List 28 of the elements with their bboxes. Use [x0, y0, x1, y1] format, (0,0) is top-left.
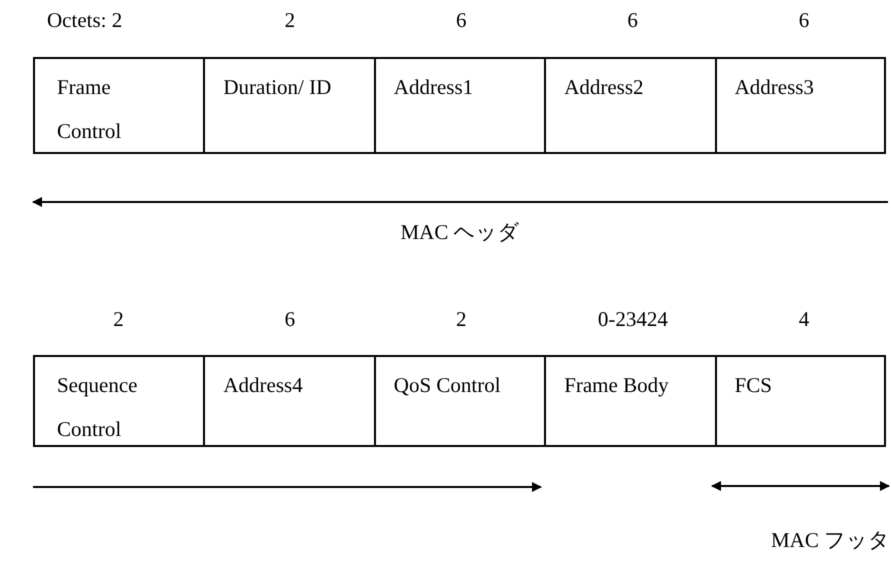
- octet-count: Octets: 2: [47, 8, 122, 33]
- span-label: MAC ヘッダ: [400, 219, 520, 246]
- field-box: [203, 355, 377, 447]
- field-name: Address3: [734, 74, 815, 101]
- field-name: Sequence Control: [57, 372, 138, 443]
- field-name: Address2: [564, 74, 645, 101]
- octet-count: 2: [284, 8, 296, 33]
- field-name: FCS: [734, 372, 773, 399]
- field-name: Duration/ ID: [223, 74, 332, 101]
- field-name: Address1: [394, 74, 474, 101]
- field-box: [714, 57, 886, 154]
- field-name: Address4: [223, 372, 304, 399]
- octet-count: 6: [284, 307, 296, 332]
- field-box: [544, 57, 718, 154]
- field-box: [203, 57, 377, 154]
- octet-count: 2: [456, 307, 466, 332]
- octet-count: 6: [627, 8, 638, 33]
- octet-count: 6: [798, 8, 810, 33]
- field-box: [714, 355, 886, 447]
- field-name: Frame Body: [564, 372, 670, 399]
- octet-count: 6: [456, 8, 466, 33]
- field-box: [544, 355, 718, 447]
- octet-count: 0-23424: [598, 307, 668, 332]
- octet-count: 4: [798, 307, 810, 332]
- octet-count: 2: [113, 307, 124, 332]
- span-label: MAC フッタ: [771, 527, 890, 554]
- field-name: QoS Control: [394, 372, 502, 399]
- field-name: Frame Control: [57, 74, 122, 145]
